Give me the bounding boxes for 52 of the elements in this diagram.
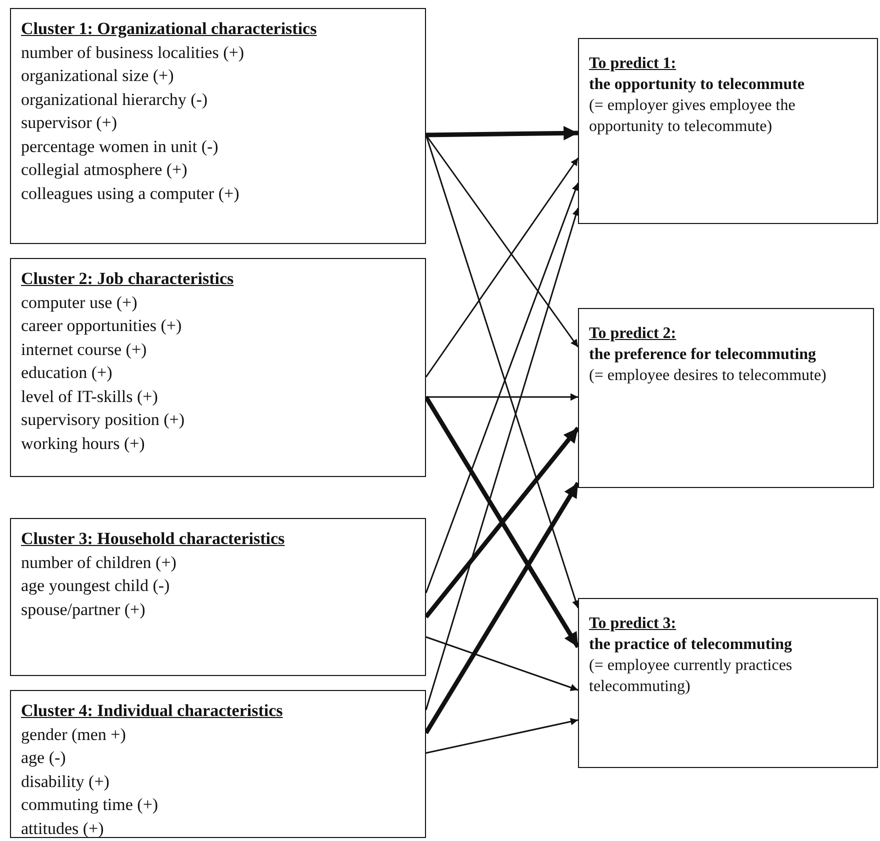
outcome-title: the opportunity to telecommute (589, 75, 806, 95)
outcome-box (578, 38, 878, 224)
factor-item: computer use (+) (21, 292, 138, 314)
arrow (425, 208, 580, 710)
factor-item: organizational size (+) (21, 65, 175, 87)
factor-item: education (+) (21, 362, 114, 384)
cluster-heading: To predict 2: (589, 324, 678, 344)
outcome-description: (= employer gives employee the opportunity to telecommute) (589, 96, 796, 137)
cluster-box (10, 258, 426, 477)
outcome-title: the preference for telecommuting (589, 345, 818, 365)
outcome-box (578, 598, 878, 768)
arrow (426, 636, 578, 692)
cluster-heading: Cluster 1: Organizational characteristics (21, 18, 318, 40)
factor-item: number of children (+) (21, 552, 178, 574)
factor-item: internet course (+) (21, 338, 148, 360)
factor-item: age youngest child (-) (21, 575, 171, 597)
factor-item: organizational hierarchy (-) (21, 88, 209, 111)
factor-item: supervisory position (+) (21, 409, 186, 431)
factor-item: number of business localities (+) (21, 42, 245, 64)
factor-item: commuting time (+) (21, 794, 160, 816)
outcome-box (578, 308, 874, 488)
cluster-box (10, 518, 426, 676)
arrow (426, 126, 578, 140)
arrow (426, 393, 578, 401)
cluster-box (10, 690, 426, 838)
factor-item: career opportunities (+) (21, 315, 183, 337)
cluster-heading: To predict 3: (589, 614, 678, 634)
factor-item: spouse/partner (+) (21, 598, 146, 621)
cluster-heading: Cluster 3: Household characteristics (21, 528, 286, 550)
factor-item: attitudes (+) (21, 818, 105, 840)
arrow (425, 158, 579, 378)
factor-item: age (-) (21, 747, 67, 769)
factor-item: percentage women in unit (-) (21, 136, 220, 158)
outcome-title: the practice of telecommuting (589, 635, 794, 655)
arrow (424, 426, 580, 618)
cluster-box (10, 8, 426, 244)
cluster-heading: Cluster 2: Job characteristics (21, 268, 235, 290)
outcome-description: (= employee currently practices telecommuting) (589, 656, 794, 697)
arrow (424, 482, 580, 734)
factor-item: colleagues using a computer (+) (21, 182, 240, 205)
outcome-description: (= employee desires to telecommute) (589, 366, 828, 386)
arrow (424, 396, 580, 648)
factor-item: collegial atmosphere (+) (21, 159, 188, 181)
cluster-heading: Cluster 4: Individual characteristics (21, 700, 284, 722)
arrow (425, 134, 579, 348)
factor-item: disability (+) (21, 770, 110, 793)
cluster-heading: To predict 1: (589, 54, 678, 74)
factor-item: working hours (+) (21, 432, 146, 455)
factor-item: gender (men +) (21, 724, 127, 746)
arrow (426, 718, 578, 754)
factor-item: level of IT-skills (+) (21, 386, 159, 408)
factor-item: supervisor (+) (21, 112, 118, 134)
